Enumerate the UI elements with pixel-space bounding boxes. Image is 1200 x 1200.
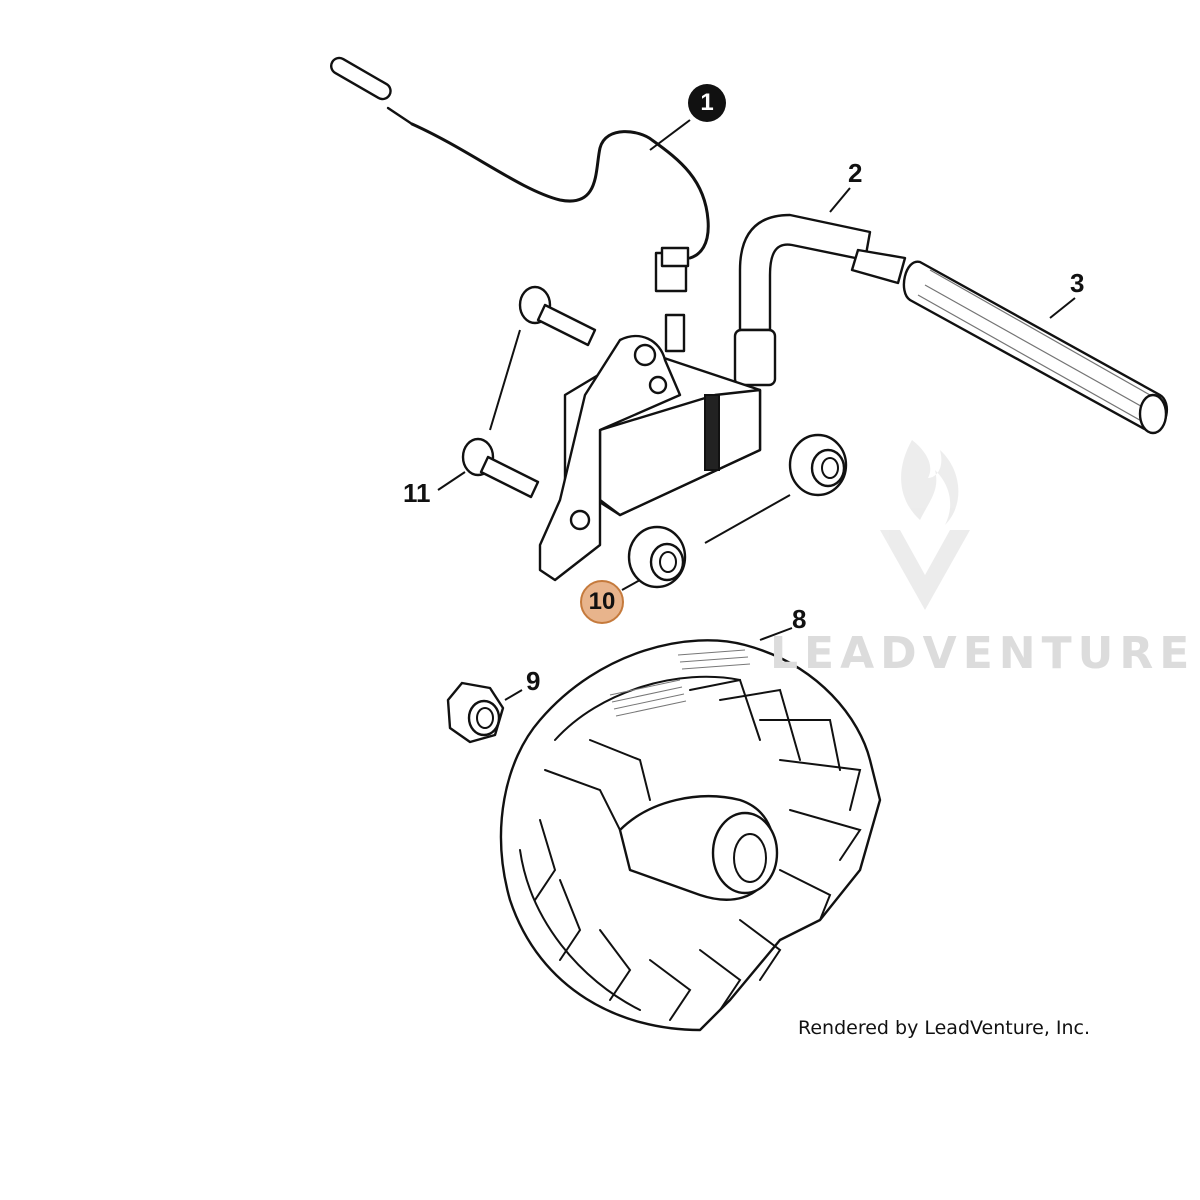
callout-3[interactable]: 3 [1070,268,1085,298]
protective-sleeve-part-3[interactable] [902,260,1169,435]
watermark-text: LEADVENTURE [770,628,1196,679]
ignition-tube-part-2[interactable] [733,213,907,387]
watermark-logo-icon [880,440,970,610]
callout-10-highlighted[interactable]: 10 [580,580,624,624]
screw-part-11-lower[interactable] [461,437,540,499]
callout-8[interactable]: 8 [792,604,807,634]
screw-part-11-upper[interactable] [518,285,597,347]
ignition-lead-part-1[interactable] [328,55,710,293]
ignition-module[interactable] [538,313,762,582]
callout-9[interactable]: 9 [526,666,541,696]
render-credit: Rendered by LeadVenture, Inc. [798,1017,1091,1039]
spacer-part-10-lower[interactable] [627,525,687,589]
callout-11[interactable]: 11 [403,478,431,508]
callout-1[interactable]: 1 [688,84,726,122]
leader-lines [437,119,1076,701]
spacer-part-10-upper[interactable] [788,433,848,497]
callout-2[interactable]: 2 [848,158,863,188]
flange-nut-part-9[interactable] [446,681,505,744]
flywheel-part-8[interactable] [499,639,882,1032]
